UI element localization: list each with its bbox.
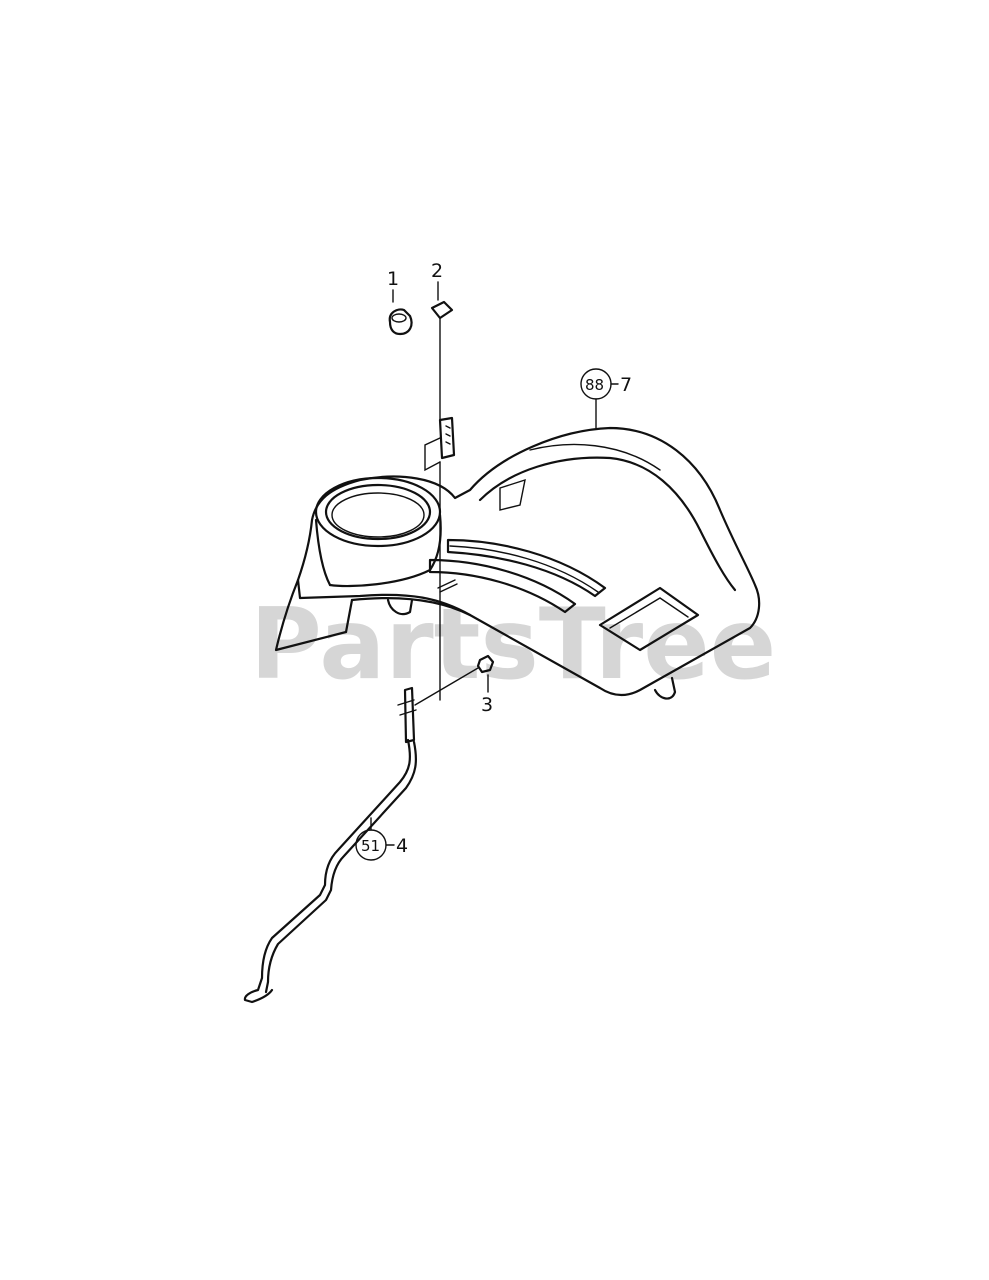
callout-7: 88 7 [580, 368, 632, 429]
callout-2-label: 2 [431, 260, 443, 282]
callout-3-label: 3 [481, 694, 493, 716]
callout-4-ref-label: 51 [361, 837, 380, 855]
callout-1: 1 [387, 268, 399, 290]
callout-3: 3 [481, 694, 493, 716]
callout-2: 2 [431, 260, 443, 282]
console-shroud [274, 426, 761, 700]
part-4-rod [243, 686, 417, 1004]
watermark-text: PartsTree [250, 588, 776, 702]
callout-4-label: 4 [396, 835, 408, 857]
callout-7-ref-label: 88 [585, 376, 604, 394]
callout-7-label: 7 [620, 374, 632, 396]
part-3-nut [414, 654, 495, 706]
part-2-pin [430, 281, 454, 421]
part-1-plug [388, 289, 413, 336]
callout-1-label: 1 [387, 268, 399, 290]
callout-4: 51 4 [355, 817, 408, 861]
clip-bracket [424, 416, 456, 701]
